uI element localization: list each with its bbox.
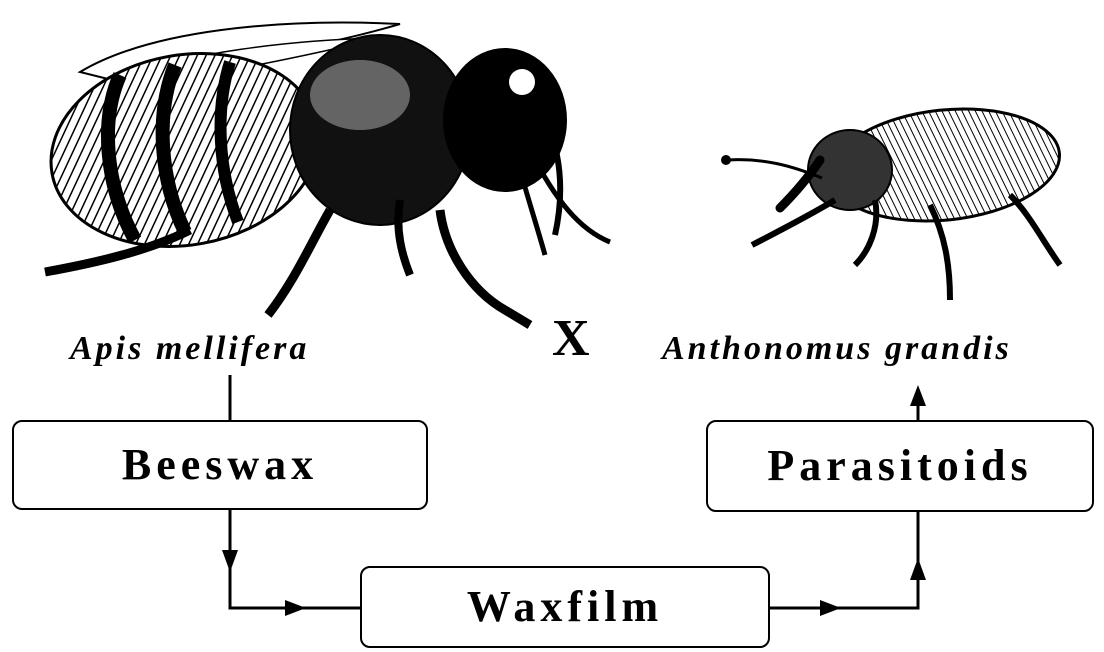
honey-bee-illustration	[36, 23, 610, 325]
weevil-leg	[1010, 195, 1060, 265]
species-label-anthonomus-grandis: Anthonomus grandis	[662, 332, 1012, 366]
bee-head	[443, 48, 567, 192]
bee-eye	[509, 69, 535, 95]
arrow-up-icon	[910, 385, 926, 406]
weevil-leg	[752, 200, 835, 245]
arrow-right-icon	[285, 600, 306, 616]
arrow-right-icon	[820, 600, 841, 616]
bee-leg	[440, 210, 530, 325]
connector-waxfilm-to-parasitoids	[770, 512, 918, 608]
boll-weevil-illustration	[721, 98, 1065, 300]
waxfilm-box: Waxfilm	[360, 566, 770, 648]
bee-leg	[268, 210, 330, 315]
beeswax-label: Beeswax	[122, 443, 318, 487]
arrow-down-icon	[222, 550, 238, 572]
species-label-apis-mellifera: Apis mellifera	[70, 332, 309, 366]
arrow-up-icon	[910, 558, 926, 580]
waxfilm-label: Waxfilm	[467, 585, 663, 629]
weevil-thorax	[808, 130, 892, 210]
parasitoids-label: Parasitoids	[767, 444, 1032, 488]
connector-beeswax-to-waxfilm	[230, 510, 360, 608]
beeswax-box: Beeswax	[12, 420, 428, 510]
cross-symbol: X	[552, 313, 590, 365]
parasitoids-box: Parasitoids	[706, 420, 1094, 512]
